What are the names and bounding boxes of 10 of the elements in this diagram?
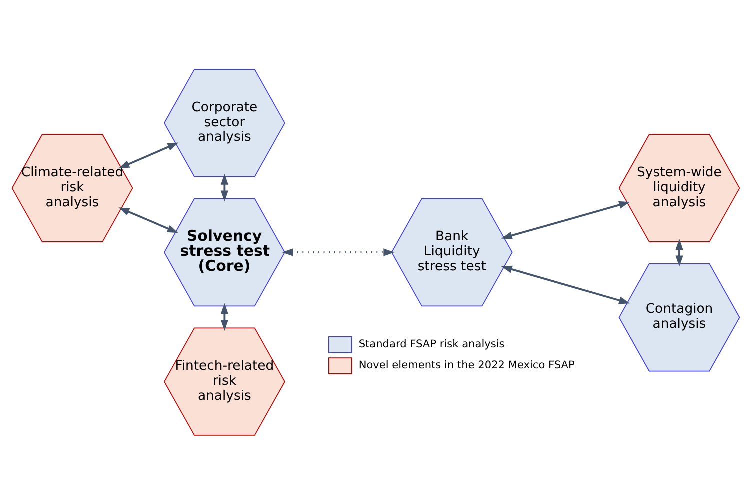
arrow [501, 200, 630, 239]
arrow [118, 207, 178, 233]
arrow [220, 173, 229, 202]
arrow [118, 142, 179, 168]
legend-label: Novel elements in the 2022 Mexico FSAP [358, 359, 575, 372]
arrow [676, 238, 684, 266]
arrow [220, 302, 229, 330]
legend-label: Standard FSAP risk analysis [358, 338, 505, 350]
arrow [282, 248, 395, 256]
arrow [501, 265, 630, 304]
